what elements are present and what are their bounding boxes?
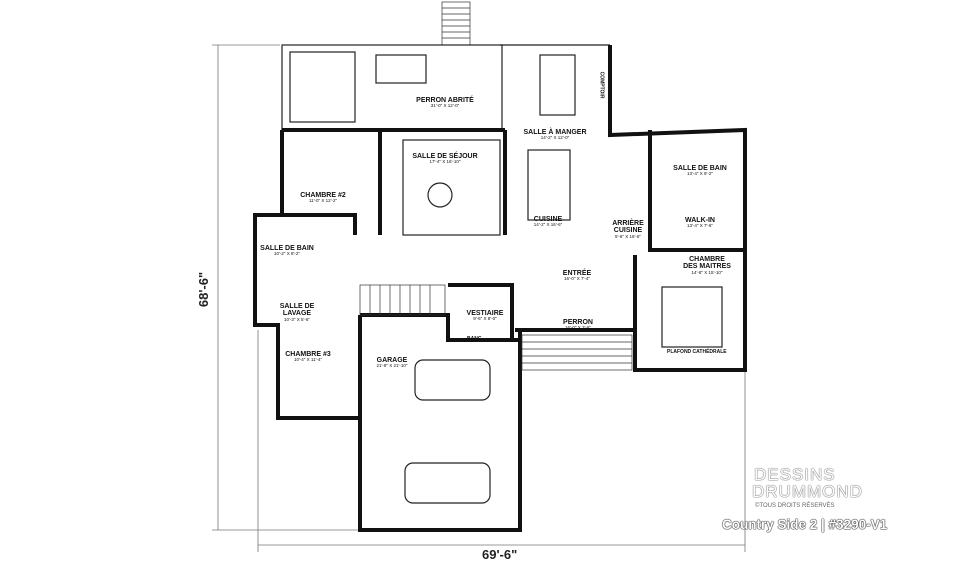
room-dims: 13'-4" X 9'-2": [687, 171, 713, 177]
banc-label: BANC: [467, 336, 482, 342]
room-name: SALLE DE BAIN: [673, 165, 727, 172]
room-name: PERRON ABRITÉ: [416, 97, 474, 104]
dimension-lines: [212, 44, 746, 552]
room-dims: 10'-3" X 5'-6": [284, 316, 310, 322]
plafond-cathedrale-label: PLAFOND CATHÉDRALE: [667, 349, 727, 355]
brand-logo-line1: DESSINS: [754, 465, 836, 484]
room-dims: 10'-2" X 8'-2": [274, 251, 300, 257]
brand-logo-line2: DRUMMOND: [752, 482, 863, 501]
room-dims: 9'-6" X 8'-0": [473, 316, 497, 322]
room-dims: 31'-0" X 12'-0": [430, 103, 460, 109]
room-dims: 14'-2" X 12'-0": [540, 135, 570, 141]
room-name: ENTRÉE: [562, 270, 592, 277]
room-name: SALLE DE SÉJOUR: [412, 153, 478, 160]
room-name: SALLE DE LAVAGE: [279, 303, 315, 318]
room-name: SALLE À MANGER: [523, 129, 587, 136]
room-name: CUISINE: [533, 216, 563, 223]
room-dims: 21'-8" X 21'-10": [376, 363, 408, 369]
back-stairs: [441, 1, 471, 46]
room-dims: 14'-2" X 16'-6": [533, 222, 563, 228]
plan-name: Country Side 2 | #3290-V1: [722, 517, 888, 532]
room-name: SALLE DE BAIN: [260, 245, 314, 252]
room-dims: 16'-0" X 7'-4": [564, 276, 590, 282]
room-dims: 11'-0" X 12'-2": [308, 198, 338, 204]
comptoir-label: COMPTOIR: [598, 71, 605, 99]
room-dims: 10'-4" X 11'-4": [293, 357, 323, 363]
room-name: ARRIÈRE CUISINE: [612, 220, 644, 235]
room-name: GARAGE: [376, 357, 408, 364]
room-dims: 13'-4" X 7'-6": [687, 223, 713, 229]
room-name: CHAMBRE #2: [300, 192, 346, 199]
stairs: [359, 284, 633, 371]
room-dims: 17'-4" X 16'-10": [429, 159, 461, 165]
room-dims: 5'-6" X 16'-6": [615, 233, 641, 239]
room-name: PERRON: [563, 319, 593, 326]
room-name: VESTIAIRE: [466, 310, 504, 317]
room-name: CHAMBRE #3: [285, 351, 331, 358]
depth-dimension: 68'-6": [196, 271, 212, 308]
room-name: CHAMBRE DES MAITRES: [683, 256, 731, 271]
room-dims: 14'-8" X 15'-10": [691, 269, 723, 275]
exterior-walls: [253, 45, 747, 532]
width-dimension: 69'-6": [482, 547, 518, 562]
room-dims: 16'-0" X 3'-6": [565, 325, 591, 331]
copyright-text: ©TOUS DROITS RÉSERVÉS: [755, 503, 835, 509]
thin-walls: [281, 44, 723, 504]
room-name: WALK-IN: [685, 217, 715, 224]
